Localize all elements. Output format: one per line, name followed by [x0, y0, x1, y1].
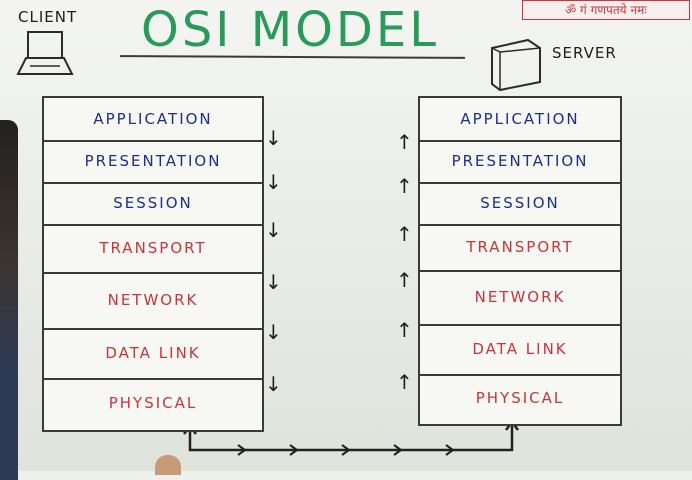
client-layer-presentation: PRESENTATION: [44, 140, 262, 184]
layer-label: PRESENTATION: [84, 152, 222, 170]
presenter-silhouette: [0, 120, 18, 480]
server-stack: APPLICATION PRESENTATION SESSION TRANSPO…: [418, 96, 622, 426]
layer-label: TRANSPORT: [466, 238, 574, 256]
server-layer-application: APPLICATION: [420, 98, 620, 142]
client-layer-data-link: DATA LINK: [44, 328, 262, 380]
client-stack: APPLICATION PRESENTATION SESSION TRANSPO…: [42, 96, 264, 432]
sanskrit-label: ॐ गं गणपतये नमः: [522, 0, 690, 20]
layer-label: DATA LINK: [105, 344, 201, 362]
up-arrow-icon: ↑: [396, 130, 413, 154]
client-layer-session: SESSION: [44, 182, 262, 226]
down-arrow-icon: ↓: [265, 170, 282, 194]
layer-label: TRANSPORT: [99, 239, 207, 257]
server-layer-transport: TRANSPORT: [420, 224, 620, 272]
down-arrow-icon: ↓: [265, 270, 282, 294]
client-layer-application: APPLICATION: [44, 98, 262, 142]
down-arrow-icon: ↓: [265, 372, 282, 396]
layer-label: PRESENTATION: [451, 152, 589, 170]
layer-label: APPLICATION: [460, 110, 580, 128]
server-layer-data-link: DATA LINK: [420, 324, 620, 376]
diagram-title: OSI MODEL: [141, 2, 439, 58]
laptop-icon: [16, 31, 74, 75]
server-label: SERVER: [552, 44, 617, 62]
server-layer-session: SESSION: [420, 182, 620, 226]
layer-label: DATA LINK: [472, 340, 568, 358]
layer-label: PHYSICAL: [475, 389, 565, 407]
layer-label: SESSION: [113, 194, 193, 212]
layer-label: NETWORK: [107, 291, 199, 309]
layer-label: SESSION: [480, 194, 560, 212]
up-arrow-icon: ↑: [396, 268, 413, 292]
down-arrow-icon: ↓: [265, 320, 282, 344]
server-layer-network: NETWORK: [420, 270, 620, 326]
server-layer-physical: PHYSICAL: [420, 374, 620, 422]
up-arrow-icon: ↑: [396, 318, 413, 342]
layer-label: NETWORK: [474, 288, 566, 306]
layer-label: APPLICATION: [93, 110, 213, 128]
presenter-hand: [155, 455, 181, 475]
up-arrow-icon: ↑: [396, 222, 413, 246]
layer-label: PHYSICAL: [108, 394, 198, 412]
down-arrow-icon: ↓: [265, 218, 282, 242]
server-layer-presentation: PRESENTATION: [420, 140, 620, 184]
up-arrow-icon: ↑: [396, 370, 413, 394]
flow-chevrons: [237, 444, 455, 456]
up-arrow-icon: ↑: [396, 174, 413, 198]
client-label: CLIENT: [18, 8, 78, 26]
client-layer-network: NETWORK: [44, 272, 262, 330]
client-layer-physical: PHYSICAL: [44, 378, 262, 428]
down-arrow-icon: ↓: [265, 126, 282, 150]
client-layer-transport: TRANSPORT: [44, 224, 262, 274]
server-box-icon: [491, 38, 541, 92]
